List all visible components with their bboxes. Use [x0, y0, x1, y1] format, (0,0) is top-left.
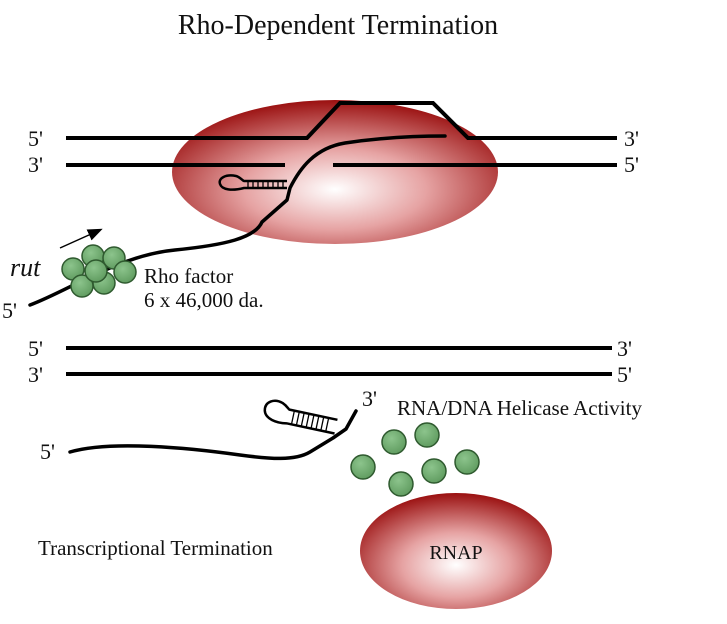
rho-subunit: [454, 449, 480, 475]
rnap-label: RNAP: [429, 542, 482, 564]
rna-transcript-released: [68, 409, 358, 461]
rho-subunit: [421, 458, 447, 484]
bottom-dna-bottom-5-label: 5': [617, 362, 632, 387]
diagram-title: Rho-Dependent Termination: [178, 10, 498, 41]
rho-subunit: [350, 454, 376, 480]
rho-direction-arrow: [59, 228, 103, 249]
bottom-panel: 5' 3' 3' 5' 3' 5' RNA/DNA Helicase Activ…: [28, 336, 642, 609]
dna-top-strand: [66, 101, 617, 140]
rho-subunit: [84, 259, 108, 283]
top-rna-5-label: 5': [2, 298, 17, 323]
rho-subunit: [381, 429, 407, 455]
bottom-dna-bottom-3-label: 3': [28, 362, 43, 387]
rnap-released: [360, 493, 552, 609]
rho-subunit: [113, 260, 137, 284]
helicase-activity-label: RNA/DNA Helicase Activity: [397, 396, 642, 420]
rho-subunit: [388, 471, 414, 497]
bottom-dna-top-5-label: 5': [28, 336, 43, 361]
rut-site-label: rut: [10, 253, 41, 282]
hairpin-top: [218, 174, 287, 191]
rho-factor-hexamer: [61, 244, 137, 298]
top-dna-top-5-label: 5': [28, 126, 43, 151]
transcriptional-termination-label: Transcriptional Termination: [38, 536, 273, 560]
rho-subunit: [70, 274, 94, 298]
rho-subunits-dissociated: [350, 422, 480, 497]
top-dna-bottom-5-label: 5': [624, 152, 639, 177]
rho-subunit: [414, 422, 440, 448]
hairpin-basepairs-top: [247, 181, 284, 188]
bottom-rna-3-label: 3': [362, 386, 377, 411]
top-panel: 5' 3' 3' 5' rut 5' Rho factor 6 x 46,000…: [2, 100, 639, 323]
bottom-dna-top-3-label: 3': [617, 336, 632, 361]
bottom-rna-5-label: 5': [40, 439, 55, 464]
top-dna-top-3-label: 3': [624, 126, 639, 151]
hairpin-released: [263, 399, 338, 435]
top-dna-bottom-3-label: 3': [28, 152, 43, 177]
rho-size-label: 6 x 46,000 da.: [144, 288, 264, 312]
rho-factor-label: Rho factor: [144, 264, 233, 288]
